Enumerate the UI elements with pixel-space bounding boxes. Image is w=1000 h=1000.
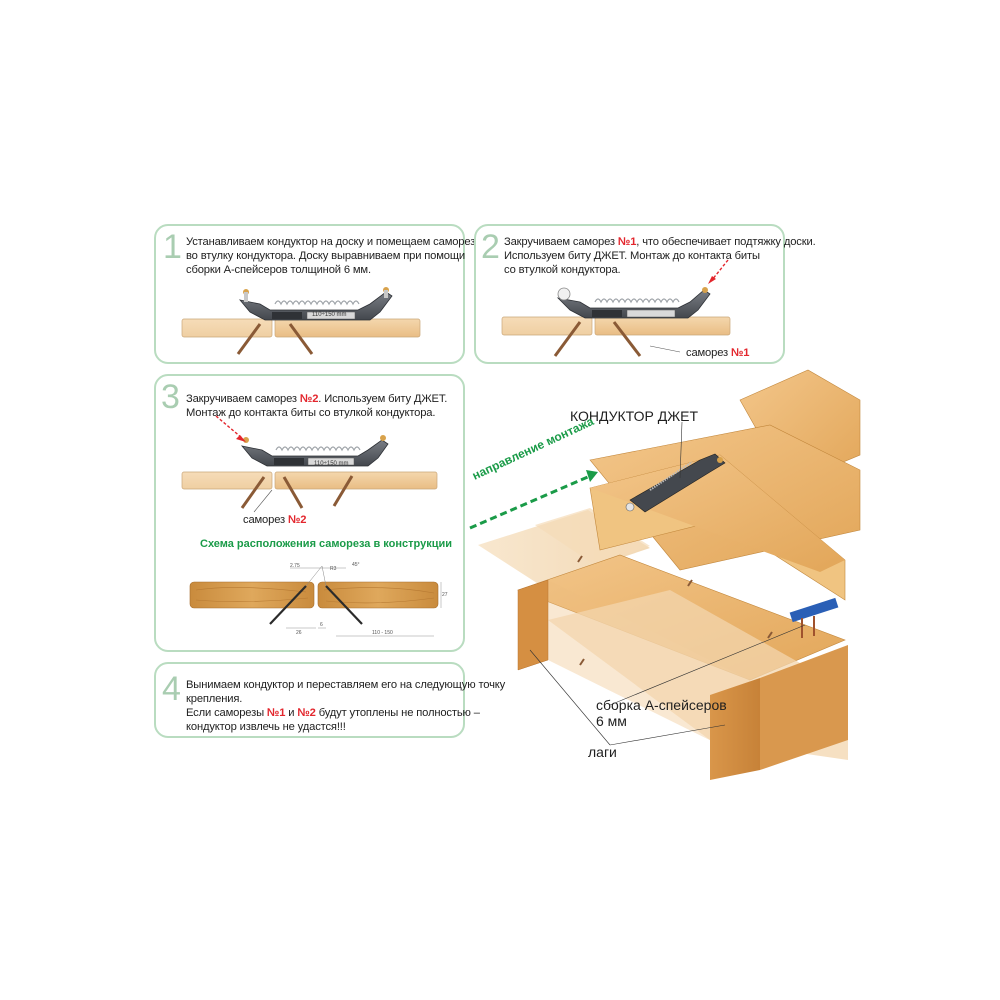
step-4-line-3-mid: и <box>285 707 298 719</box>
screw-1-label: №1 <box>617 236 637 248</box>
screw-callout-number: №2 <box>287 514 307 526</box>
dim-d6: 6 <box>320 622 323 628</box>
joists-label: лаги <box>588 744 617 760</box>
step-4-line-3-tail: будут утоплены не полностью – <box>315 707 480 719</box>
screw-callout-number: №1 <box>730 347 750 359</box>
screw-callout-text: саморез <box>243 514 288 526</box>
screw-1-ref: №1 <box>266 707 286 719</box>
step-2-screw-callout: саморез №1 <box>686 346 750 360</box>
step-2-line-1: Закручиваем саморез №1, что обеспечивает… <box>504 235 816 249</box>
deck-assembly-illustration <box>469 369 861 780</box>
step-3-jig-illustration <box>181 415 438 513</box>
screw-position-scheme <box>189 565 442 637</box>
step-1-panel <box>154 224 465 364</box>
step-2-number: 2 <box>481 228 500 266</box>
step-2-line-3: со втулкой кондуктора. <box>504 264 621 276</box>
step-4-line-4: кондуктор извлечь не удастся!!! <box>186 721 346 733</box>
dim-d5: 26 <box>296 630 302 636</box>
step-3-jig-size-label: 110÷150 mm <box>314 461 349 467</box>
step-4-panel <box>154 662 465 738</box>
step-3-number: 3 <box>161 378 180 416</box>
step-3-line-1-text: Закручиваем саморез <box>186 393 300 405</box>
step-4-line-1: Вынимаем кондуктор и переставляем его на… <box>186 679 506 691</box>
step-2-line-1-tail: , что обеспечивает подтяжку доски. <box>636 236 816 248</box>
step-1-line-3: сборки А-спейсеров толщиной 6 мм. <box>186 264 371 276</box>
step-3-line-1: Закручиваем саморез №2. Используем биту … <box>186 392 447 406</box>
step-3-line-1-tail: . Используем биту ДЖЕТ. <box>318 393 448 405</box>
screw-callout-text: саморез <box>686 347 731 359</box>
dim-d3: 45° <box>352 562 360 568</box>
step-4-number: 4 <box>162 670 181 708</box>
dim-d7: 110 - 150 <box>372 630 393 636</box>
screw-2-label: №2 <box>299 393 319 405</box>
step-4-line-2: крепления. <box>186 693 243 705</box>
step-2-line-1-text: Закручиваем саморез <box>504 236 618 248</box>
dim-d2: R3 <box>330 566 337 572</box>
step-1-line-1: Устанавливаем кондуктор на доску и помещ… <box>186 236 484 248</box>
step-4-line-3-text: Если саморезы <box>186 707 267 719</box>
step-3-screw-callout: саморез №2 <box>243 513 307 527</box>
step-2-jig-illustration <box>501 259 731 357</box>
step-3-line-2: Монтаж до контакта биты со втулкой конду… <box>186 407 436 419</box>
dim-d1: 2.75 <box>290 563 300 569</box>
step-1-number: 1 <box>163 228 182 266</box>
spacers-label-size: 6 мм <box>596 713 627 729</box>
step-1-line-2: во втулку кондуктора. Доску выравниваем … <box>186 250 466 262</box>
spacers-label: сборка А-спейсеров <box>596 697 727 713</box>
step-4-line-3: Если саморезы №1 и №2 будут утоплены не … <box>186 706 480 720</box>
jig-title-label: КОНДУКТОР ДЖЕТ <box>570 408 699 424</box>
step-1-jig-illustration <box>181 287 421 355</box>
dim-d4: 27 <box>442 592 448 598</box>
screw-2-ref: №2 <box>297 707 316 719</box>
step-2-line-2: Используем биту ДЖЕТ. Монтаж до контакта… <box>504 250 760 262</box>
step-1-jig-size-label: 110÷150 mm <box>312 312 347 318</box>
scheme-title: Схема расположения самореза в конструкци… <box>200 538 452 550</box>
